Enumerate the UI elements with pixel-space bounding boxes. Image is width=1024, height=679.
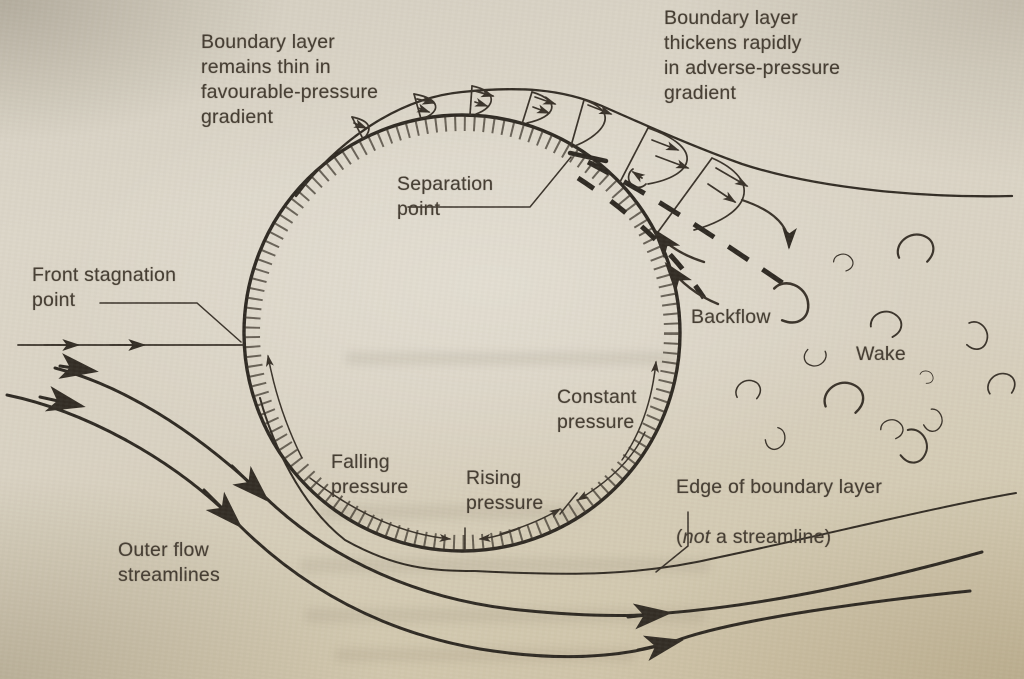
separated-shear-layer: [567, 150, 798, 300]
shear-flow-arrow: [740, 198, 797, 250]
falling-pressure-arrow-bottom: [309, 477, 452, 542]
outer-streamline-1: [53, 353, 984, 630]
page-showthrough-smudge: [300, 558, 710, 573]
label-separation-point: Separation point: [397, 173, 494, 220]
label-backflow: Backflow: [691, 306, 771, 328]
label-rising-pressure: Rising pressure: [466, 467, 544, 514]
page-showthrough-smudge: [318, 505, 588, 519]
label-constant-pressure: Constant pressure: [557, 386, 637, 433]
separation-leader: [407, 156, 572, 208]
region-divider-tick: [559, 492, 578, 515]
surface-hatching: [245, 116, 679, 550]
edge-label-not-italic: not: [682, 526, 711, 548]
falling-pressure-arrow-left: [265, 354, 303, 459]
label-outer-flow-streamlines: Outer flow streamlines: [118, 539, 220, 586]
constant-pressure-arrow-down: [576, 431, 646, 501]
stagnation-leader: [99, 302, 242, 343]
constant-pressure-arrow-up: [621, 360, 659, 461]
velocity-profiles: [351, 85, 749, 233]
label-falling-pressure: Falling pressure: [331, 451, 409, 498]
label-wake: Wake: [856, 343, 906, 365]
boundary-layer-edge-bottom: [259, 397, 1017, 575]
outer-streamline-2: [5, 385, 972, 662]
edge-label-line1: Edge of boundary layer: [676, 476, 883, 498]
edge-label-rest: a streamline): [710, 526, 832, 548]
label-boundary-layer-thin: Boundary layer remains thin in favourabl…: [201, 31, 379, 128]
pressure-region-arrows: [265, 354, 659, 551]
edge-label-paren: (: [676, 526, 683, 548]
leader-lines: [99, 156, 689, 573]
page-showthrough-smudge: [335, 648, 635, 662]
label-edge-of-boundary-layer: Edge of boundary layer (not a streamline…: [676, 450, 882, 550]
backflow-arrows: [652, 227, 720, 306]
rising-pressure-arrow-right: [499, 508, 562, 535]
label-front-stagnation-point: Front stagnation point: [32, 264, 177, 311]
edge-leader: [655, 511, 689, 573]
page-showthrough-smudge: [345, 352, 675, 365]
cylinder-surface: [242, 113, 682, 553]
label-boundary-layer-thickens: Boundary layer thickens rapidly in adver…: [664, 7, 841, 104]
page-showthrough-smudge: [305, 608, 705, 623]
